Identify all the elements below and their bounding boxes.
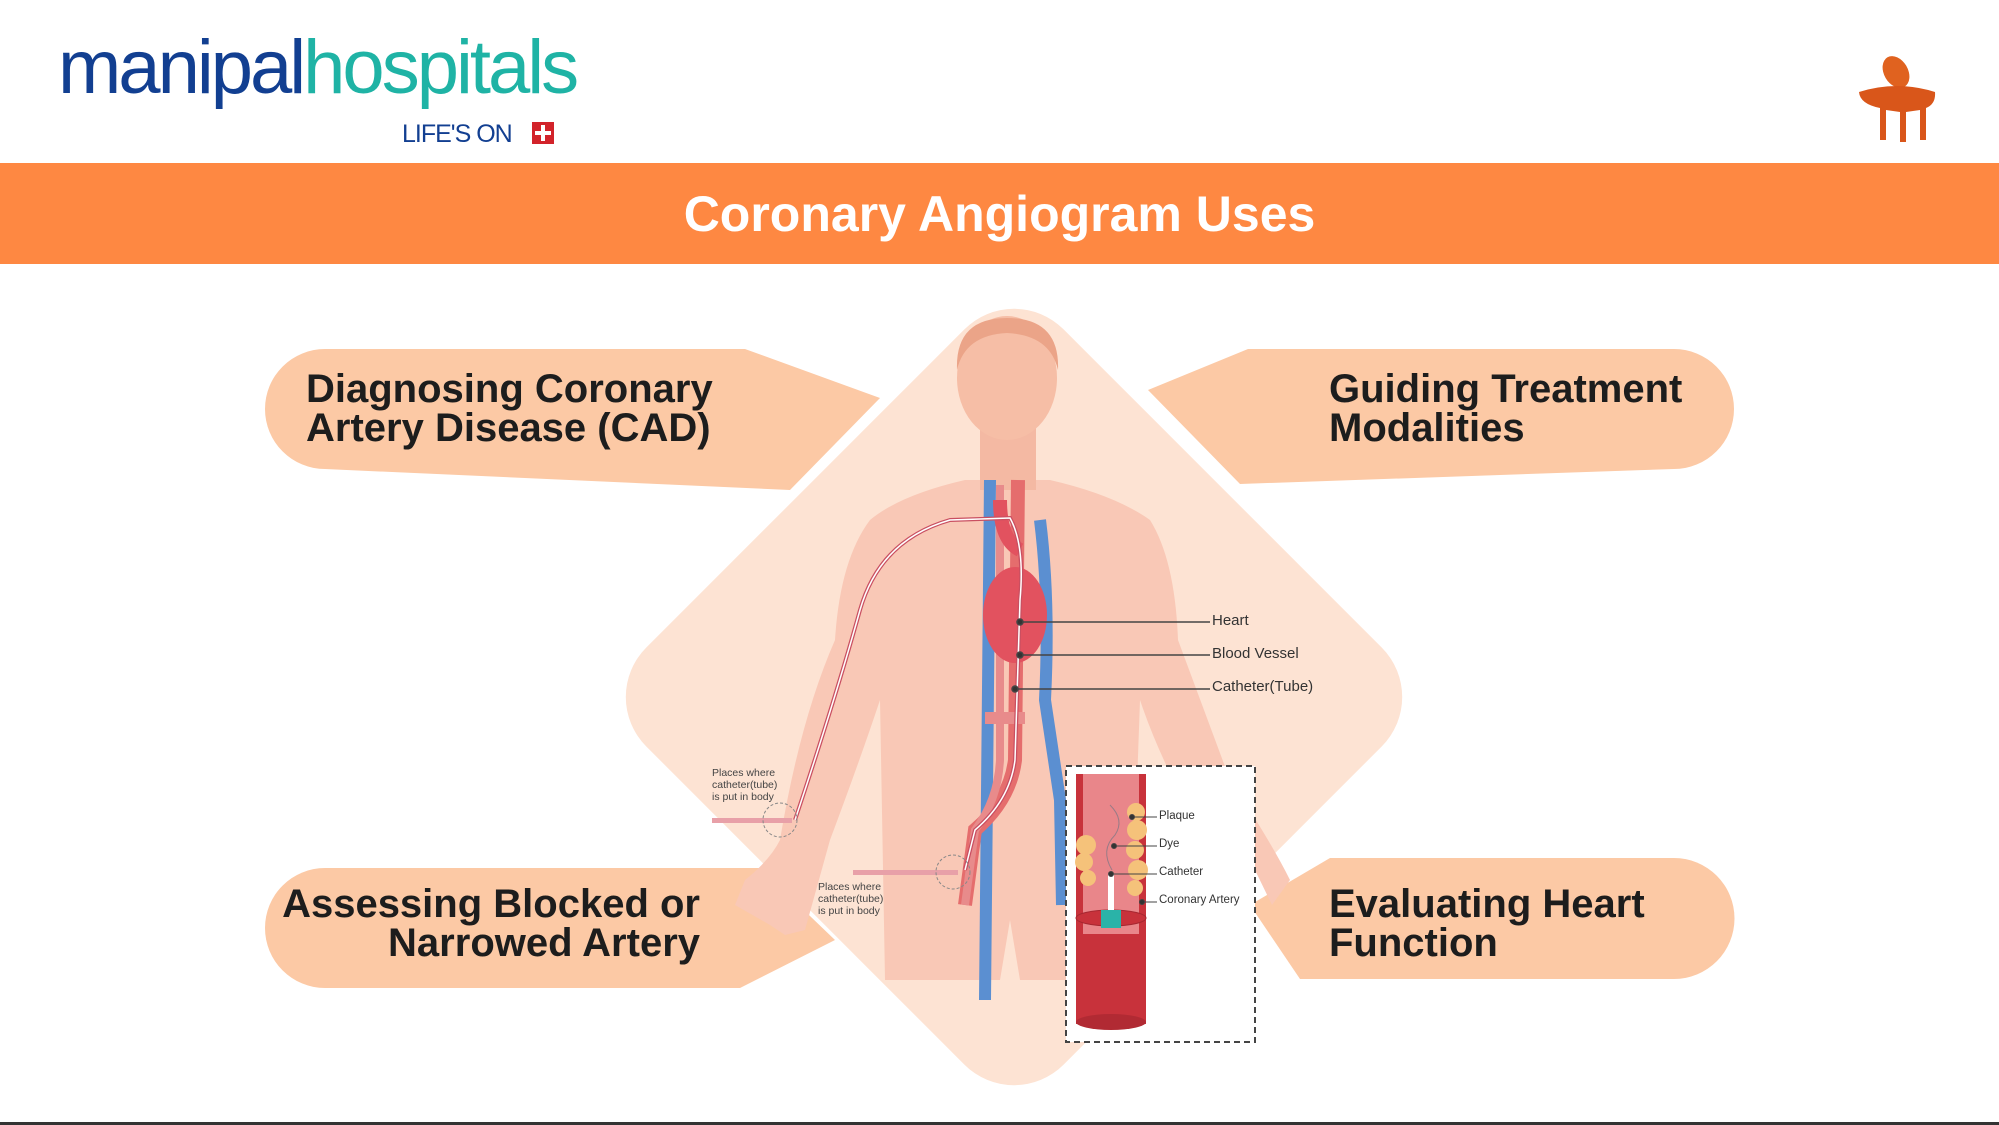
svg-text:catheter(tube): catheter(tube) xyxy=(818,893,883,905)
svg-text:Places where: Places where xyxy=(712,767,775,779)
label-blood-vessel: Blood Vessel xyxy=(1212,645,1299,662)
use-guiding-treatment: Guiding Treatment Modalities xyxy=(1329,367,1683,450)
label-plaque: Plaque xyxy=(1159,810,1195,822)
use-text-line: Evaluating Heart xyxy=(1329,882,1645,926)
artery-inset xyxy=(1065,765,1256,1043)
use-text-line: Function xyxy=(1329,921,1498,965)
use-text-line: Narrowed Artery xyxy=(388,921,700,965)
title-banner: Coronary Angiogram Uses xyxy=(0,163,1999,264)
svg-text:Places where: Places where xyxy=(818,881,881,893)
pill-evaluating xyxy=(1250,858,1735,979)
page-title: Coronary Angiogram Uses xyxy=(683,185,1316,242)
use-text-line: Diagnosing Coronary xyxy=(306,367,713,411)
logo-text-manipal: manipal xyxy=(58,25,306,110)
use-text-line: Assessing Blocked or xyxy=(282,882,700,926)
logo-tagline: LIFE'S ON xyxy=(402,120,513,148)
pill-diagnosing xyxy=(265,349,880,490)
plaque-deposits xyxy=(1075,803,1148,896)
logo-text-hospitals: hospitals xyxy=(303,25,579,110)
use-diagnosing-cad: Diagnosing Coronary Artery Disease (CAD) xyxy=(306,367,713,450)
svg-text:is put in body: is put in body xyxy=(712,791,775,803)
brand-mark-icon xyxy=(1859,56,1936,142)
use-assessing-blocked-artery: Assessing Blocked or Narrowed Artery xyxy=(280,882,700,965)
use-text-line: Guiding Treatment xyxy=(1329,367,1683,411)
insertion-label-groin: Places where catheter(tube) is put in bo… xyxy=(818,881,883,917)
human-body-figure xyxy=(712,316,1290,1001)
use-evaluating-heart-function: Evaluating Heart Function xyxy=(1329,882,1645,965)
svg-text:catheter(tube): catheter(tube) xyxy=(712,779,777,791)
use-text-line: Modalities xyxy=(1329,406,1525,450)
use-text-line: Artery Disease (CAD) xyxy=(306,406,711,450)
cross-icon xyxy=(532,122,554,144)
insertion-label-arm: Places where catheter(tube) is put in bo… xyxy=(712,767,777,803)
pill-guiding xyxy=(1148,349,1734,484)
label-coronary-artery: Coronary Artery xyxy=(1159,894,1240,906)
label-catheter-tube: Catheter(Tube) xyxy=(1212,678,1313,695)
label-catheter: Catheter xyxy=(1159,866,1203,878)
label-dye: Dye xyxy=(1159,838,1179,850)
svg-text:is put in body: is put in body xyxy=(818,905,881,917)
bottom-divider xyxy=(0,1122,1999,1125)
pill-assessing xyxy=(265,868,835,988)
label-heart: Heart xyxy=(1212,612,1250,629)
manipal-hospitals-logo: manipalhospitals xyxy=(58,30,579,106)
heart-organ xyxy=(983,567,1047,663)
